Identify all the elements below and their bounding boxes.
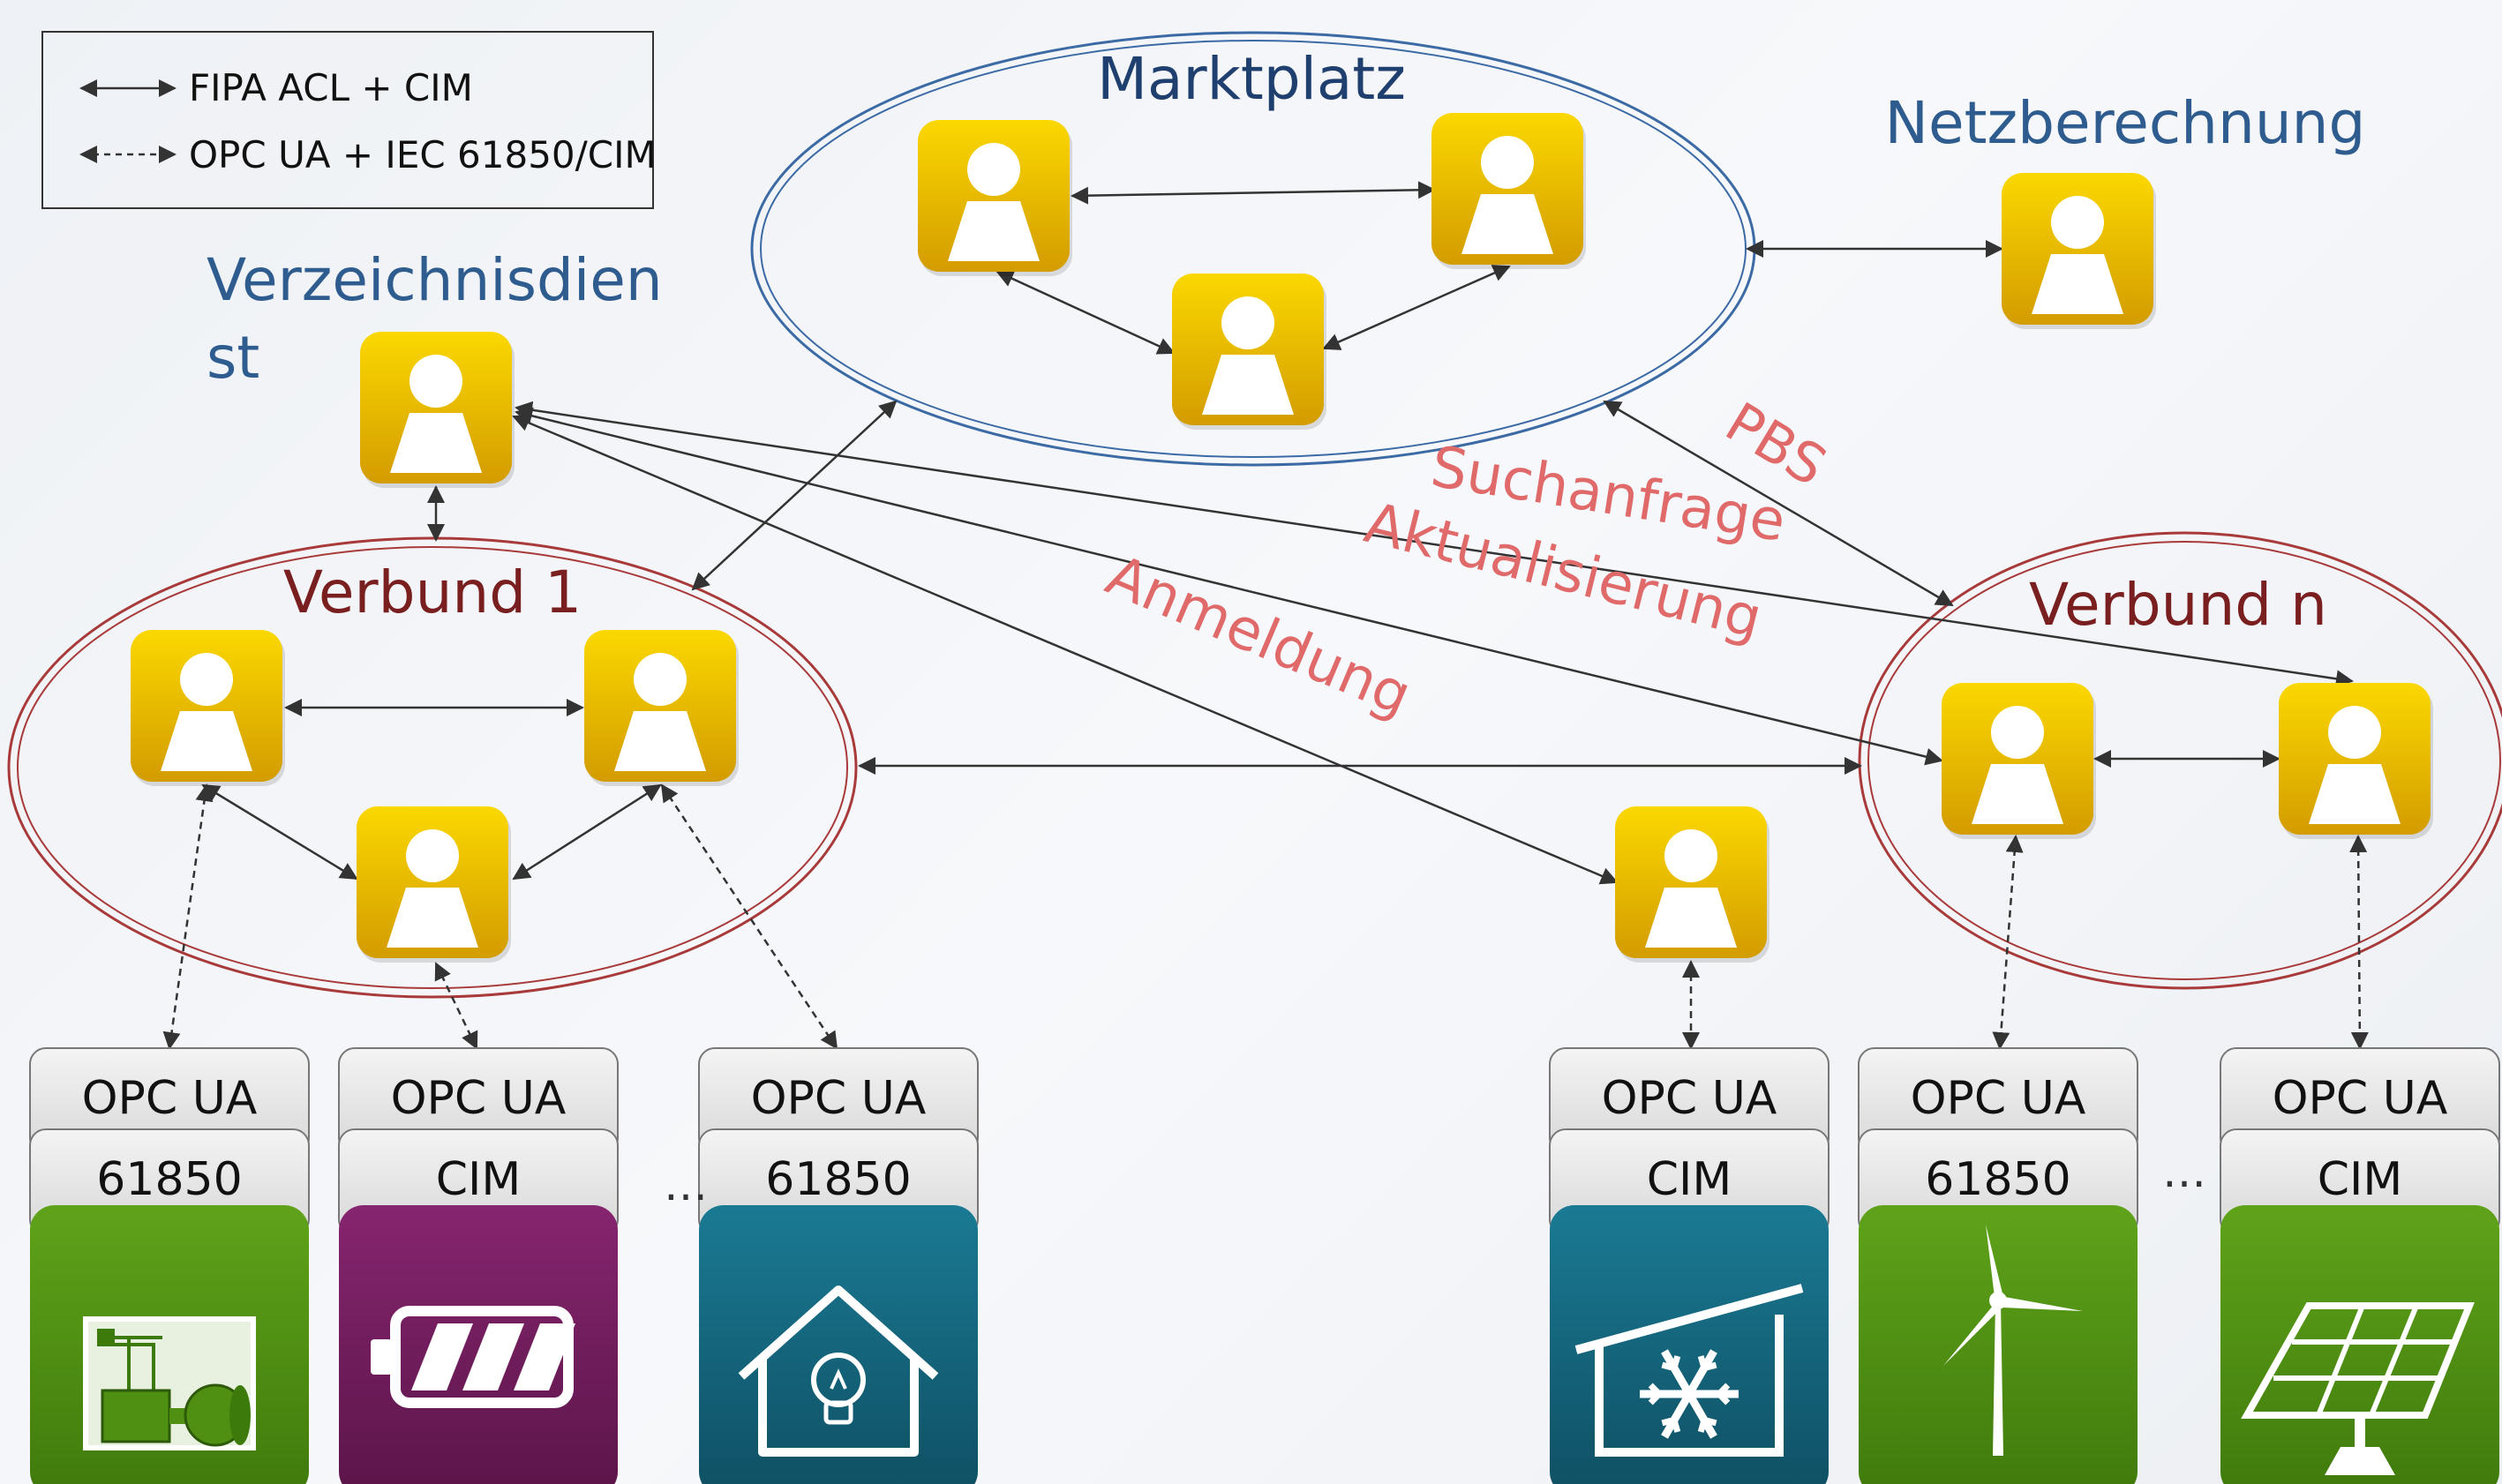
- device-stack: OPC UA CIM: [338, 1047, 619, 1484]
- agent-standalone: [1615, 806, 1769, 963]
- legend: FIPA ACL + CIM OPC UA + IEC 61850/CIM: [41, 31, 657, 209]
- agent-verbund1-b: [584, 630, 739, 786]
- agent-marktplatz-a: [918, 120, 1072, 276]
- edge-verbund1-markt: [691, 400, 898, 591]
- wind-turbine-icon: [1943, 1225, 2083, 1456]
- verbund1-title: Verbund 1: [283, 558, 582, 626]
- protocol-label: OPC UA: [1911, 1072, 2086, 1125]
- cold-storage-icon: [1574, 1284, 1804, 1457]
- netzberechnung-title: Netzberechnung: [1885, 89, 2366, 157]
- dash-v1a-dev1: [162, 783, 214, 1050]
- dash-vna-dev5: [1992, 835, 2024, 1050]
- edge-v1-c-b: [512, 783, 662, 881]
- agent-verbund1-a: [131, 630, 285, 786]
- model-label: CIM: [2318, 1153, 2403, 1206]
- model-label: 61850: [96, 1153, 242, 1206]
- device-stack: OPC UA 61850: [29, 1047, 310, 1484]
- protocol-label: OPC UA: [2273, 1072, 2448, 1125]
- solid-connections: [201, 181, 2354, 885]
- edge-label-anmeldung: Anmeldung: [1097, 543, 1420, 729]
- model-label: CIM: [1647, 1153, 1732, 1206]
- agent-verzeichnisdienst: [360, 332, 515, 488]
- verbundn-title: Verbund n: [2029, 571, 2327, 639]
- agent-marktplatz-c: [1172, 274, 1326, 430]
- house-bulb-icon: [738, 1285, 939, 1457]
- edge-markt-a-b: [1071, 181, 1436, 205]
- dashed-connections: [162, 783, 2369, 1050]
- device-stack: OPC UA CIM: [2220, 1047, 2500, 1484]
- solar-panel-icon: [2241, 1302, 2475, 1475]
- legend-solid-label: FIPA ACL + CIM: [189, 66, 473, 109]
- protocol-label: OPC UA: [391, 1072, 567, 1125]
- devices: OPC UA 61850 OPC UA CIM OPC UA 61850 OPC UA CIM…: [29, 1047, 2500, 1484]
- edge-verz-standalone: [512, 414, 1619, 885]
- edge-v1-a-c: [201, 783, 358, 881]
- model-label: 61850: [765, 1153, 911, 1206]
- device-stack: OPC UA 61850: [1858, 1047, 2138, 1484]
- dash-vnb-dev6: [2349, 835, 2369, 1050]
- verzeichnisdienst-title-line2: st: [207, 324, 259, 392]
- dash-v1b-dev3: [660, 783, 838, 1050]
- protocol-label: OPC UA: [751, 1072, 927, 1125]
- device-stack: OPC UA 61850: [698, 1047, 979, 1484]
- protocol-label: OPC UA: [1602, 1072, 1777, 1125]
- ellipsis-right: …: [2162, 1146, 2206, 1197]
- edge-markt-c-b: [1322, 265, 1511, 350]
- ellipsis-left: …: [664, 1159, 708, 1210]
- verzeichnisdienst-title-line1: Verzeichnisdien: [207, 246, 663, 314]
- protocol-label: OPC UA: [82, 1072, 258, 1125]
- battery-icon: [371, 1306, 575, 1408]
- agent-marktplatz-b: [1431, 113, 1586, 269]
- agent-verbundn-b: [2279, 683, 2433, 839]
- agents: [131, 113, 2433, 963]
- legend-dashed-label: OPC UA + IEC 61850/CIM: [189, 133, 657, 176]
- marktplatz-title: Marktplatz: [1097, 45, 1406, 113]
- model-label: 61850: [1925, 1153, 2070, 1206]
- agent-netzberechnung: [2002, 173, 2156, 329]
- edge-markt-a-c: [996, 270, 1176, 355]
- model-label: CIM: [436, 1153, 522, 1206]
- agent-verbund1-c: [357, 806, 511, 963]
- dash-v1c-dev2: [434, 962, 478, 1050]
- agent-verbundn-a: [1942, 683, 2096, 839]
- motor-generator-icon: [83, 1316, 256, 1450]
- device-stack: OPC UA CIM: [1549, 1047, 1830, 1484]
